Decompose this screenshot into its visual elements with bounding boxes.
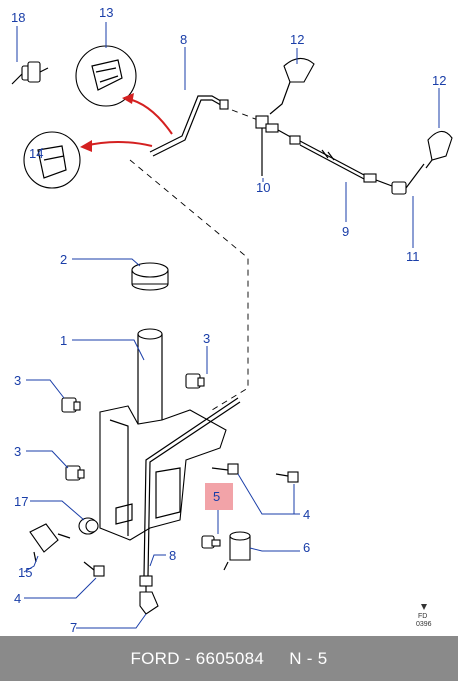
callout-15: 15 [18, 565, 32, 580]
part-6-pump [223, 531, 251, 571]
part-2-reservoir-cap [131, 262, 169, 291]
callout-1: 1 [60, 333, 67, 348]
callout-3-right: 3 [203, 331, 210, 346]
callout-7: 7 [70, 620, 77, 635]
footer-bar: FORD - 6605084 N - 5 [0, 636, 458, 681]
callout-10: 10 [256, 180, 270, 195]
part-14-clip-detail [23, 131, 81, 189]
callout-8-lower: 8 [169, 548, 176, 563]
part-number-label: FORD - 6605084 N - 5 [130, 648, 328, 668]
callout-5: 5 [213, 489, 220, 504]
part-3-grommet-lower-left [65, 465, 85, 481]
route-line-upper [231, 109, 259, 121]
leader-lines [16, 22, 440, 629]
callout-3-lower-left: 3 [14, 444, 21, 459]
part-7-elbow [139, 586, 159, 615]
callout-8-upper: 8 [180, 32, 187, 47]
washer-system-diagram: 18 13 8 12 12 14 10 9 11 2 1 3 3 3 5 17 … [11, 5, 453, 635]
part-12-nozzle-left [269, 57, 315, 115]
part-1-washer-reservoir [99, 328, 227, 541]
drawing-stamp: FD 0396 [416, 604, 432, 628]
callout-2: 2 [60, 252, 67, 267]
callout-3-upper-left: 3 [14, 373, 21, 388]
callout-11: 11 [406, 249, 420, 264]
callout-13: 13 [99, 5, 113, 20]
callout-12-right: 12 [432, 73, 446, 88]
part-18-fitting [11, 61, 49, 85]
part-10-t-piece [255, 115, 297, 176]
part-4-bolts [83, 463, 299, 577]
stamp-line-2: 0396 [416, 621, 432, 628]
detail-arrows [80, 93, 173, 152]
part-17-seal [78, 517, 99, 535]
callout-18: 18 [11, 10, 25, 25]
callout-14: 14 [29, 146, 43, 161]
part-3-grommet-right [185, 373, 205, 389]
callout-6: 6 [303, 540, 310, 555]
callouts: 18 13 8 12 12 14 10 9 11 2 1 3 3 3 5 17 … [11, 5, 446, 635]
callout-17: 17 [14, 494, 28, 509]
part-15-pump [29, 523, 71, 563]
hose-9 [289, 135, 393, 187]
part-12-nozzle-right [425, 130, 453, 169]
callout-4-right: 4 [303, 507, 310, 522]
callout-9: 9 [342, 224, 349, 239]
hose-8-upper [149, 95, 229, 157]
part-3-grommet-upper-left [61, 397, 81, 413]
callout-12-left: 12 [290, 32, 304, 47]
callout-4-left: 4 [14, 591, 21, 606]
highlight-part-5 [205, 483, 233, 510]
part-11-elbow [391, 163, 425, 195]
stamp-line-1: FD [418, 613, 427, 620]
part-5-connector [201, 535, 221, 549]
